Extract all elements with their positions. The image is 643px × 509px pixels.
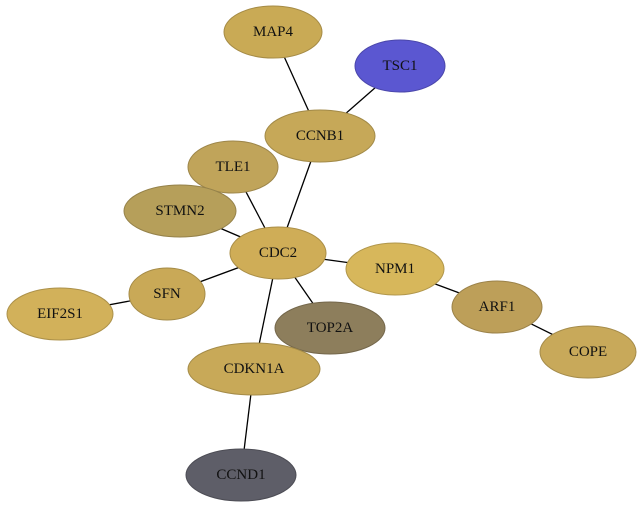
node-sfn[interactable]: SFN: [128, 267, 206, 321]
node-ccnd1[interactable]: CCND1: [185, 448, 297, 502]
node-label: CDKN1A: [224, 361, 285, 377]
node-ellipse: [128, 267, 206, 321]
node-label: TSC1: [382, 58, 417, 74]
node-map4[interactable]: MAP4: [223, 5, 323, 59]
node-ellipse: [229, 226, 327, 280]
node-label: CCND1: [216, 467, 265, 483]
node-arf1[interactable]: ARF1: [451, 280, 543, 334]
node-top2a[interactable]: TOP2A: [274, 301, 386, 355]
node-label: TOP2A: [307, 320, 354, 336]
node-cope[interactable]: COPE: [539, 325, 637, 379]
node-eif2s1[interactable]: EIF2S1: [6, 287, 114, 341]
node-ellipse: [354, 39, 446, 93]
node-label: SFN: [153, 286, 181, 302]
node-ellipse: [274, 301, 386, 355]
node-label: MAP4: [253, 24, 294, 40]
node-ellipse: [345, 242, 445, 296]
node-npm1[interactable]: NPM1: [345, 242, 445, 296]
node-ellipse: [223, 5, 323, 59]
node-tle1[interactable]: TLE1: [187, 140, 279, 194]
node-label: CCNB1: [296, 128, 344, 144]
node-ellipse: [185, 448, 297, 502]
node-label: ARF1: [479, 299, 516, 315]
node-label: COPE: [569, 344, 607, 360]
node-ccnb1[interactable]: CCNB1: [264, 109, 376, 163]
node-ellipse: [187, 140, 279, 194]
node-cdkn1a[interactable]: CDKN1A: [187, 342, 321, 396]
node-stmn2[interactable]: STMN2: [123, 184, 237, 238]
node-ellipse: [123, 184, 237, 238]
node-ellipse: [451, 280, 543, 334]
node-ellipse: [539, 325, 637, 379]
node-tsc1[interactable]: TSC1: [354, 39, 446, 93]
node-label: TLE1: [216, 159, 251, 175]
node-label: CDC2: [259, 245, 297, 261]
node-ellipse: [264, 109, 376, 163]
node-label: EIF2S1: [37, 306, 83, 322]
node-ellipse: [6, 287, 114, 341]
node-label: STMN2: [155, 203, 204, 219]
node-cdc2[interactable]: CDC2: [229, 226, 327, 280]
node-label: NPM1: [375, 261, 415, 277]
node-ellipse: [187, 342, 321, 396]
